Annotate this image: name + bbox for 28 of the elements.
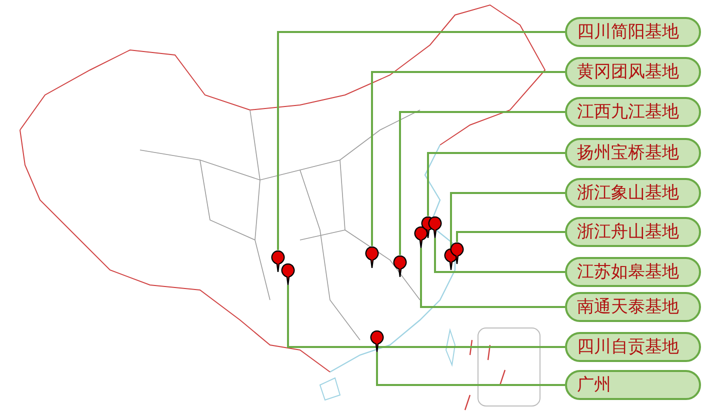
location-pin-icon — [428, 216, 442, 238]
location-pin-icon — [370, 330, 384, 352]
location-pin-icon — [450, 242, 464, 264]
leader-line — [456, 231, 565, 242]
site-label: 扬州宝桥基地 — [565, 138, 701, 168]
site-label: 江西九江基地 — [565, 97, 701, 127]
leader-line — [399, 111, 565, 255]
leader-line — [434, 238, 565, 273]
leader-line — [287, 285, 565, 348]
site-label: 四川简阳基地 — [565, 17, 701, 47]
site-label: 广州 — [565, 370, 701, 400]
site-label: 江苏如皋基地 — [565, 257, 701, 287]
leader-line — [450, 192, 565, 248]
site-label: 南通天泰基地 — [565, 292, 701, 322]
leader-line — [427, 152, 565, 216]
location-pin-icon — [393, 255, 407, 277]
location-pin-icon — [281, 263, 295, 285]
site-label: 四川自贡基地 — [565, 332, 701, 362]
location-pin-icon — [271, 250, 285, 272]
site-label: 浙江象山基地 — [565, 178, 701, 208]
location-pin-icon — [365, 246, 379, 268]
site-label: 浙江舟山基地 — [565, 217, 701, 247]
leader-line — [277, 31, 565, 250]
leader-line — [420, 248, 565, 308]
site-label: 黄冈团风基地 — [565, 57, 701, 87]
leader-line — [376, 352, 565, 386]
location-pin-icon — [414, 226, 428, 248]
leader-line — [371, 71, 565, 246]
